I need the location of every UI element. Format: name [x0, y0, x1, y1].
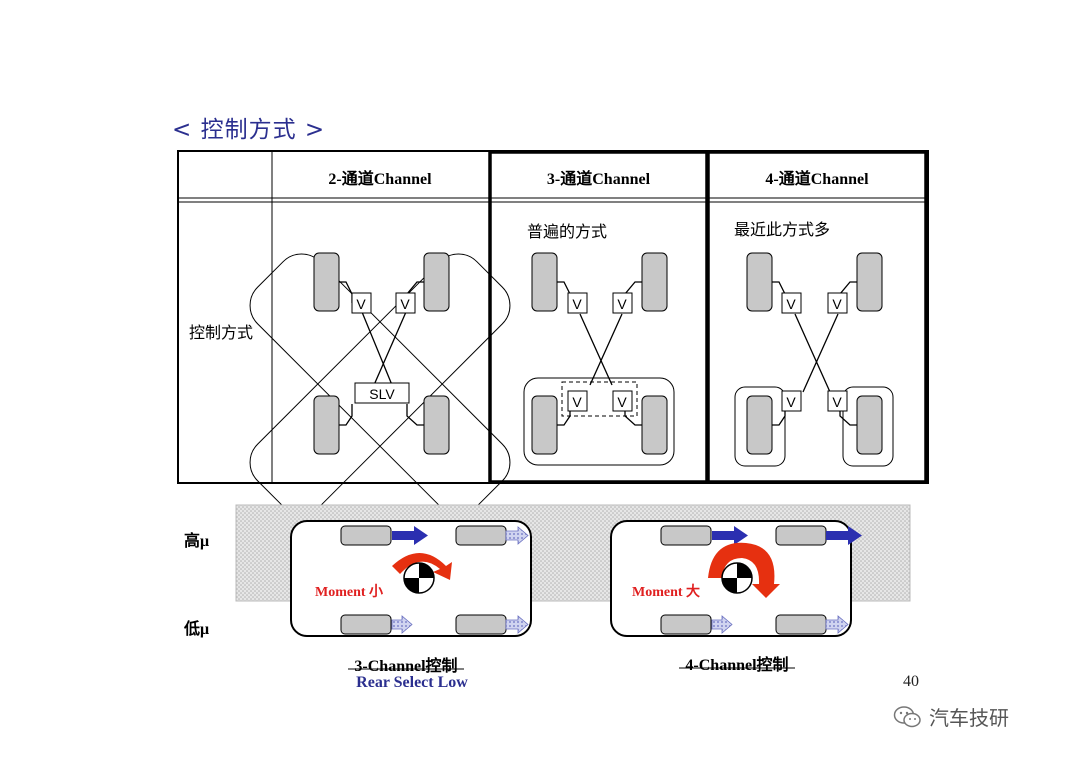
wheel: [455, 525, 507, 546]
wheel: [641, 395, 668, 455]
wheel-group: [842, 386, 894, 467]
valve-label: V: [617, 394, 627, 410]
high-mu-label: 高μ: [184, 533, 210, 550]
wheel: [313, 252, 340, 312]
valve-label: V: [572, 394, 582, 410]
diagram-4-channel: [734, 252, 894, 467]
valve-label: V: [356, 296, 366, 312]
diagram-3-channel: [523, 252, 675, 466]
wheel: [313, 395, 340, 455]
watermark: 汽车技研: [893, 702, 1009, 731]
col-header-3ch: 3-通道Channel: [546, 171, 651, 188]
wechat-icon: [893, 705, 921, 727]
rear-axle-group: [523, 377, 675, 466]
moment-small-label: Moment 小: [315, 585, 384, 600]
wheel: [423, 395, 450, 455]
page-number: 40: [903, 673, 919, 690]
moment-large-label: Moment 大: [632, 585, 701, 600]
moment-arrow: [392, 553, 452, 580]
watermark-text: 汽车技研: [929, 706, 1009, 730]
table-grid: [177, 150, 929, 484]
wheel-group: [734, 386, 786, 467]
caption-rear-select-low: Rear Select Low: [356, 674, 468, 691]
valve-labels: V V SLV V V V V V V V V: [356, 296, 842, 410]
wheel: [340, 525, 392, 546]
wheel: [856, 395, 883, 455]
low-mu-label: 低μ: [184, 621, 210, 638]
x-loop-1: [249, 253, 511, 515]
moment-arrow: [708, 542, 780, 598]
wheel: [531, 395, 558, 455]
note-4ch: 最近此方式多: [734, 220, 831, 239]
center-of-gravity-icon: [403, 562, 435, 594]
wheel: [856, 252, 883, 312]
valve-label: V: [832, 394, 842, 410]
wheel: [423, 252, 450, 312]
center-of-gravity-icon: [721, 562, 753, 594]
valve-label: V: [786, 394, 796, 410]
wheel: [746, 252, 773, 312]
diagram-2-channel: [249, 252, 511, 515]
wheel: [531, 252, 558, 312]
valve-label: V: [832, 296, 842, 312]
note-3ch: 普遍的方式: [527, 222, 608, 241]
vehicle-3-channel: [290, 520, 532, 637]
wheel: [746, 395, 773, 455]
wheel: [455, 614, 507, 635]
wheel: [641, 252, 668, 312]
slv-box: [354, 382, 410, 404]
x-loop-2: [249, 253, 511, 515]
row-label: 控制方式: [189, 323, 254, 342]
slide-title: < 控制方式 >: [172, 117, 326, 143]
wheel: [775, 614, 827, 635]
caption-3-channel: 3-Channel控制: [354, 658, 458, 675]
valves-2ch: [351, 292, 416, 404]
brake-force-arrows: [391, 526, 529, 634]
slv-label: SLV: [369, 386, 395, 402]
col-header-4ch: 4-通道Channel: [765, 171, 869, 188]
valve-label: V: [617, 296, 627, 312]
col-header-2ch: 2-通道Channel: [328, 171, 432, 188]
vehicle-4-channel: [610, 520, 862, 637]
brake-force-arrows: [711, 526, 862, 634]
wheel: [660, 614, 712, 635]
valve-label: V: [786, 296, 796, 312]
caption-4-channel: 4-Channel控制: [685, 657, 789, 674]
wheel: [660, 525, 712, 546]
wheel: [775, 525, 827, 546]
select-low-box: [561, 381, 638, 417]
valve-label: V: [572, 296, 582, 312]
wheel: [340, 614, 392, 635]
valve-label: V: [400, 296, 410, 312]
